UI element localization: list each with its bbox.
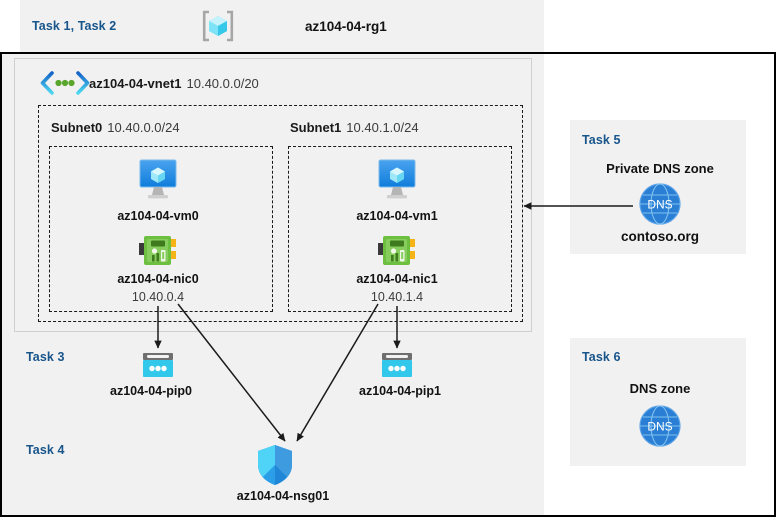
dns-zone-title: DNS zone [629, 381, 691, 396]
network-interface-icon [375, 232, 419, 270]
private-dns-zone-name: contoso.org [621, 229, 699, 244]
nsg-label: az104-04-nsg01 [236, 489, 330, 503]
vm0-label: az104-04-vm0 [117, 209, 199, 223]
task-label-5: Task 5 [582, 133, 621, 147]
virtual-network-icon [39, 70, 91, 96]
network-security-group-icon [255, 443, 295, 487]
resource-group-name: az104-04-rg1 [305, 19, 387, 34]
nic1-ip: 10.40.1.4 [370, 290, 424, 304]
subnet0-resources-box [49, 146, 273, 312]
pip1-label: az104-04-pip1 [359, 384, 441, 398]
subnet0-name: Subnet0 [51, 120, 103, 135]
resource-group-header-panel [20, 0, 544, 52]
task-label-6: Task 6 [582, 350, 621, 364]
public-ip-address-icon [138, 351, 178, 381]
vnet-header: az104-04-vnet1 10.40.0.0/20 [89, 76, 259, 91]
subnet1-name: Subnet1 [290, 120, 342, 135]
dns-icon-text: DNS [647, 198, 672, 212]
vnet-address-space: 10.40.0.0/20 [186, 76, 259, 91]
dns-zone-icon: DNS [638, 404, 682, 448]
public-ip-address-icon [377, 351, 417, 381]
vm1-label: az104-04-vm1 [356, 209, 438, 223]
task-label-3: Task 3 [26, 350, 65, 364]
subnet1-header: Subnet1 10.40.1.0/24 [290, 120, 419, 135]
network-interface-icon [136, 232, 180, 270]
subnet0-header: Subnet0 10.40.0.0/24 [51, 120, 180, 135]
dns-icon-text: DNS [647, 420, 672, 434]
vnet-name: az104-04-vnet1 [89, 76, 182, 91]
task-label-1-2: Task 1, Task 2 [32, 19, 117, 33]
nic0-label: az104-04-nic0 [117, 272, 199, 286]
dns-zone-icon: DNS [638, 182, 682, 226]
virtual-machine-icon [132, 157, 184, 203]
pip0-label: az104-04-pip0 [110, 384, 192, 398]
subnet1-resources-box [288, 146, 512, 312]
subnet0-cidr: 10.40.0.0/24 [107, 120, 180, 135]
subnet1-cidr: 10.40.1.0/24 [346, 120, 419, 135]
virtual-network-box [14, 58, 532, 332]
diagram-outer-border [0, 52, 776, 517]
resource-group-icon [200, 8, 236, 44]
nic0-ip: 10.40.0.4 [131, 290, 185, 304]
virtual-machine-icon [371, 157, 423, 203]
private-dns-zone-title: Private DNS zone [606, 161, 714, 176]
public-ip-panel [14, 338, 532, 410]
task-label-4: Task 4 [26, 443, 65, 457]
nic1-label: az104-04-nic1 [356, 272, 438, 286]
